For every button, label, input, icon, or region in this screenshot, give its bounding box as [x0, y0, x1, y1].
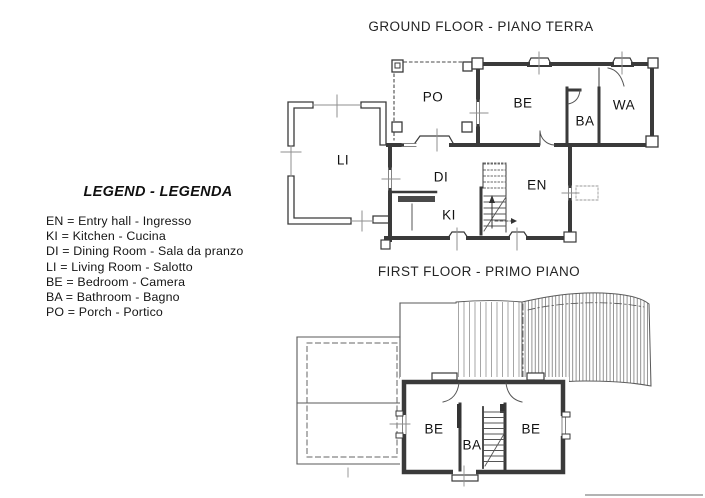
scan-edge-line: [585, 494, 703, 496]
legend-list: EN = Entry hall - Ingresso KI = Kitchen …: [46, 214, 270, 320]
room-label-wa: WA: [612, 97, 636, 113]
room-label-be-first-left: BE: [424, 421, 444, 437]
ground-floor-title: GROUND FLOOR - PIANO TERRA: [368, 19, 594, 34]
room-label-en: EN: [527, 177, 547, 193]
room-label-di: DI: [433, 169, 449, 185]
first-floor-title: FIRST FLOOR - PRIMO PIANO: [377, 264, 581, 279]
ground-floor-plan: [280, 51, 659, 251]
room-label-ba-ground: BA: [575, 113, 595, 129]
legend-item-di: DI = Dining Room - Sala da pranzo: [46, 244, 244, 259]
legend-item-be: BE = Bedroom - Camera: [46, 274, 186, 289]
room-label-ki: KI: [442, 207, 456, 223]
legend-item-en: EN = Entry hall - Ingresso: [46, 214, 192, 228]
room-label-po: PO: [422, 89, 444, 105]
legend-item-po: PO = Porch - Portico: [46, 305, 163, 320]
legend-title: LEGEND - LEGENDA: [83, 184, 233, 200]
legend: LEGEND - LEGENDA EN = Entry hall - Ingre…: [46, 184, 270, 320]
legend-item-ki: KI = Kitchen - Cucina: [46, 229, 166, 244]
room-label-li: LI: [336, 152, 350, 168]
first-floor-plan: [296, 292, 652, 487]
room-label-be-first-right: BE: [521, 421, 541, 437]
room-label-ba-first: BA: [462, 437, 482, 453]
room-label-be-ground: BE: [513, 95, 533, 111]
legend-item-ba: BA = Bathroom - Bagno: [46, 290, 180, 305]
legend-item-li: LI = Living Room - Salotto: [46, 259, 193, 274]
